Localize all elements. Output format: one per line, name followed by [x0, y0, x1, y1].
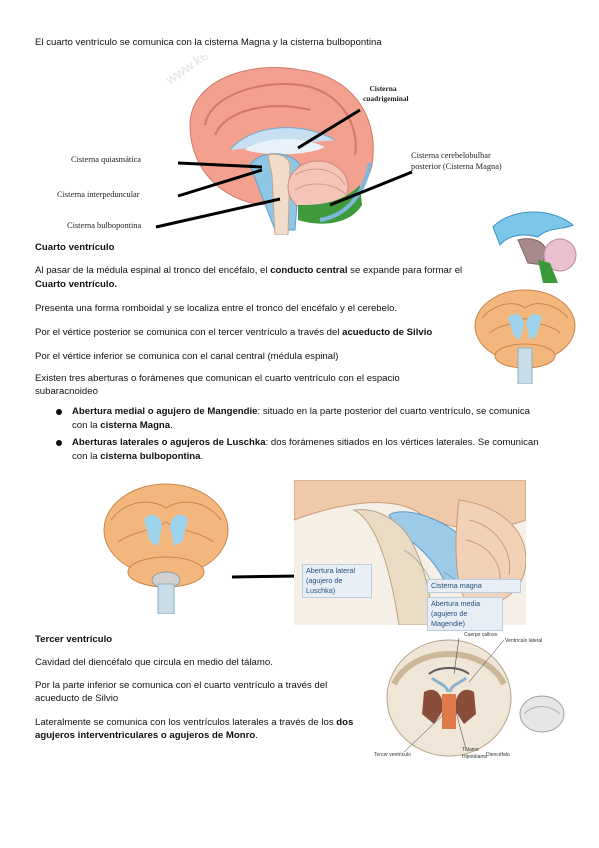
- text-bold: conducto central: [270, 265, 348, 276]
- label-abertura-lateral: Abertura lateral (agujero de Luschka): [302, 564, 372, 598]
- paragraph-cuarto-ventriculo-bold: Cuarto ventrículo.: [35, 279, 118, 290]
- paragraph-forma-romboidal: Presenta una forma romboidal y se locali…: [35, 303, 398, 314]
- text-bold: agujeros interventriculares o agujeros d…: [35, 730, 256, 741]
- coronal-section-figure: [386, 637, 565, 757]
- label-cisterna-interpeduncular: Cisterna interpeduncular: [57, 190, 140, 199]
- text-segment: con la: [72, 451, 101, 462]
- text-segment: .: [170, 420, 173, 431]
- paragraph-conducto-central: Al pasar de la médula espinal al tronco …: [35, 264, 462, 278]
- label-line: (agujero de Luschka): [306, 576, 343, 595]
- text-bold: cisterna Magna: [100, 420, 171, 431]
- label-tercer-ventriculo: Tercer ventrículo: [374, 752, 411, 758]
- label-ventriculo-lateral: Ventrículo lateral: [505, 638, 543, 644]
- coronal-brain-figure: [103, 483, 229, 614]
- text-bold: acueducto de Silvio: [342, 327, 433, 338]
- paragraph-aberturas-2: subaracnoideo: [35, 386, 98, 397]
- text-segment: se expande para formar el: [347, 265, 463, 276]
- paragraph-vertice-posterior: Por el vértice posterior se comunica con…: [35, 326, 432, 340]
- ventricle-3d-figure: [492, 211, 577, 283]
- label-hipotalamo: Hipotálamo: [462, 754, 488, 760]
- text-segment: .: [200, 451, 204, 462]
- text-bold: dos: [336, 717, 354, 728]
- label-line: Abertura lateral: [306, 566, 356, 575]
- heading-tercer-ventriculo: Tercer ventrículo: [35, 634, 113, 645]
- text-segment: : dos forámenes sitiados en los vértices…: [265, 437, 539, 448]
- text-segment: Por el vértice posterior se comunica con…: [35, 327, 343, 338]
- label-abertura-media: Abertura media (agujero de Magendie): [427, 597, 503, 631]
- bullet-mangendie-line1: Abertura medial o agujero de Mangendie: …: [72, 405, 530, 419]
- label-cisterna-cerebelobulbar-2: posterior (Cisterna Magna): [411, 162, 502, 171]
- label-line: Abertura media: [431, 599, 481, 608]
- label-cisterna-cuadrigeminal: Cisterna cuadrigeminal: [363, 84, 409, 103]
- bullet-dot: [56, 440, 62, 446]
- bullet-mangendie-line2: con la cisterna Magna.: [72, 419, 173, 433]
- coronal-brain-small-figure: [474, 289, 576, 384]
- paragraph-parte-inferior-2: acueducto de Silvio: [35, 693, 119, 704]
- text-segment: Lateralmente se comunica con los ventríc…: [35, 717, 337, 728]
- label-cisterna-cerebelobulbar-1: Cisterna cerebelobulbar: [411, 151, 491, 160]
- text-bold: Aberturas laterales o agujeros de Luschk…: [72, 437, 266, 448]
- text-segment: Al pasar de la médula espinal al tronco …: [35, 265, 271, 276]
- label-cuerpo-calloso: Cuerpo calloso: [464, 632, 498, 638]
- label-line: (agujero de Magendie): [431, 609, 468, 628]
- paragraph-lateralmente-2: agujeros interventriculares o agujeros d…: [35, 729, 258, 743]
- text-bold: Abertura medial o agujero de Mangendie: [72, 406, 258, 417]
- bullet-luschka-line2: con la cisterna bulbopontina.: [72, 450, 203, 464]
- text-segment: : situado en la parte posterior del cuar…: [257, 406, 531, 417]
- paragraph-vertice-inferior: Por el vértice inferior se comunica con …: [35, 351, 339, 362]
- paragraph-diencefalo: Cavidad del diencéfalo que circula en me…: [35, 657, 273, 668]
- sagittal-brain-figure: www.ke: [150, 55, 400, 235]
- label-cisterna-quiasmatica: Cisterna quiasmática: [71, 155, 142, 164]
- heading-cuarto-ventriculo: Cuarto ventrículo: [35, 242, 115, 253]
- bullet-dot: [56, 409, 62, 415]
- page-title: El cuarto ventrículo se comunica con la …: [35, 37, 382, 48]
- label-cisterna-magna: Cisterna magna: [427, 579, 521, 593]
- text-segment: .: [255, 730, 258, 741]
- paragraph-parte-inferior-1: Por la parte inferior se comunica con el…: [35, 680, 328, 691]
- text-bold: cisterna bulbopontina: [100, 451, 201, 462]
- label-talamo: Tálamo: [462, 747, 479, 753]
- label-cisterna-bulbopontina: Cisterna bulbopontina: [67, 221, 142, 230]
- text-segment: con la: [72, 420, 101, 431]
- sagittal-brainstem-figure: [294, 480, 526, 625]
- bullet-luschka-line1: Aberturas laterales o agujeros de Luschk…: [72, 436, 539, 450]
- paragraph-aberturas-1: Existen tres aberturas o forámenes que c…: [35, 373, 400, 384]
- label-diencefalo: Diencéfalo: [486, 752, 510, 758]
- paragraph-lateralmente-1: Lateralmente se comunica con los ventríc…: [35, 716, 353, 730]
